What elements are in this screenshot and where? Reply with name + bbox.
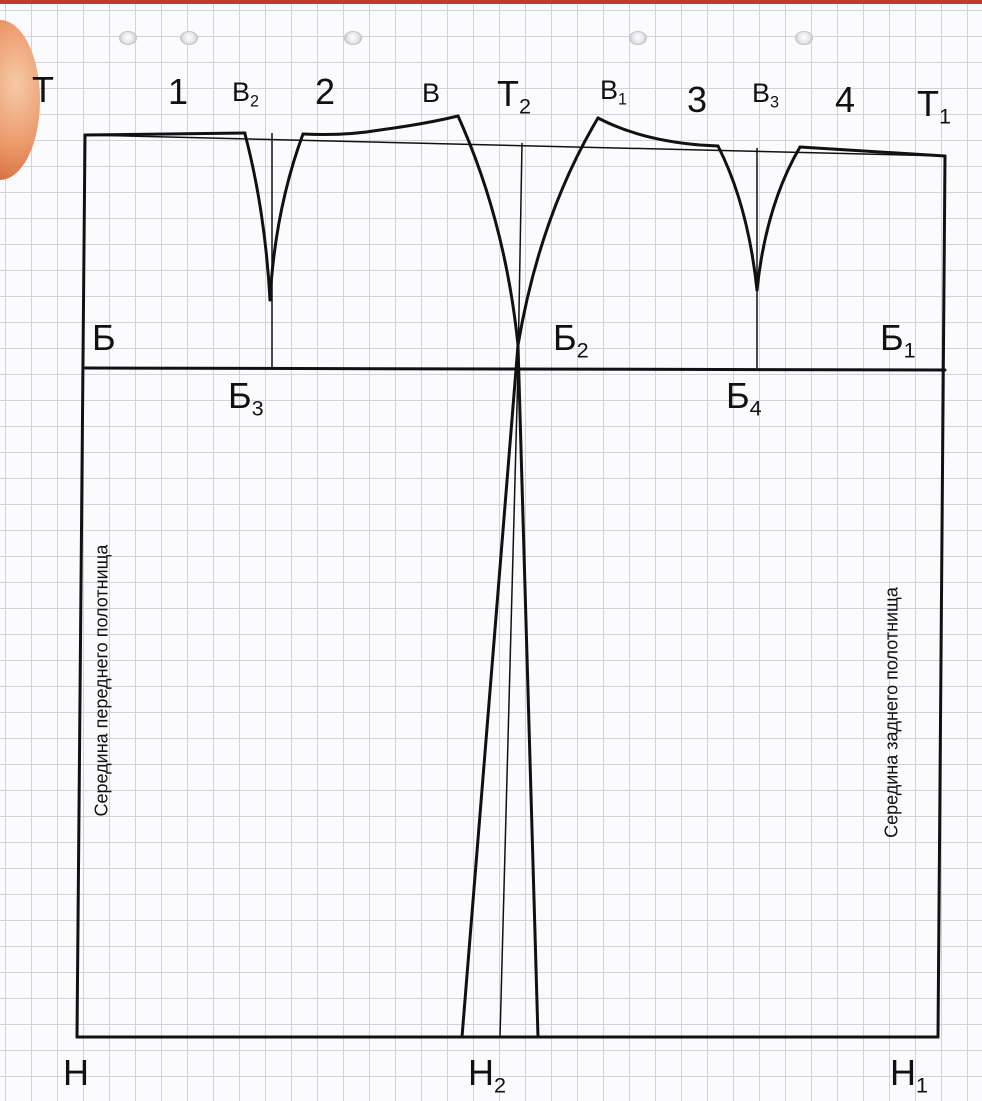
side-seam-axis — [517, 142, 523, 369]
label-B4: Б4 — [726, 375, 762, 421]
back-center-line — [936, 154, 947, 1039]
label-T: Т — [32, 69, 54, 110]
side-seam-center-line — [499, 367, 519, 1038]
label-H1: Н1 — [890, 1052, 929, 1098]
label-V2: В2 — [232, 77, 260, 111]
label-H2: Н2 — [468, 1052, 507, 1098]
binder-ring — [629, 31, 647, 45]
front-dart-right — [268, 132, 305, 302]
back-side-seam — [516, 343, 540, 1039]
front-dart-left — [243, 132, 272, 302]
binder-ring — [180, 31, 198, 45]
overall-waist-guide — [84, 134, 946, 157]
back-dart-left — [716, 144, 759, 292]
binder-ring — [795, 31, 813, 45]
front-side-seam — [460, 343, 520, 1039]
back-waist-line — [798, 145, 947, 158]
front-waist-curve — [301, 114, 460, 136]
label-B2: Б2 — [553, 317, 589, 363]
binder-ring — [119, 31, 137, 45]
binder-ring — [344, 31, 362, 45]
label-2: 2 — [315, 71, 336, 112]
back-center-caption: Середина заднего полотнища — [881, 587, 902, 838]
back-waist-curve — [596, 116, 720, 148]
front-side-curve — [456, 114, 520, 347]
front-waist-line — [83, 131, 247, 137]
label-H: Н — [63, 1052, 89, 1093]
label-V: В — [422, 78, 441, 108]
label-1: 1 — [168, 71, 189, 112]
label-T2: Т2 — [497, 73, 532, 119]
label-V1: В1 — [600, 75, 628, 109]
label-B1: Б1 — [880, 317, 916, 363]
front-center-caption: Середина переднего полотнища — [91, 544, 112, 817]
label-4: 4 — [835, 79, 856, 120]
back-dart-right — [755, 145, 802, 292]
label-3: 3 — [687, 79, 708, 120]
top-accent-bar — [0, 0, 982, 4]
label-V3: В3 — [752, 78, 780, 112]
label-B3: Б3 — [228, 375, 264, 421]
back-side-curve — [516, 116, 600, 347]
front-center-line — [75, 133, 87, 1039]
label-T1: Т1 — [917, 83, 952, 129]
label-B: Б — [92, 317, 116, 358]
